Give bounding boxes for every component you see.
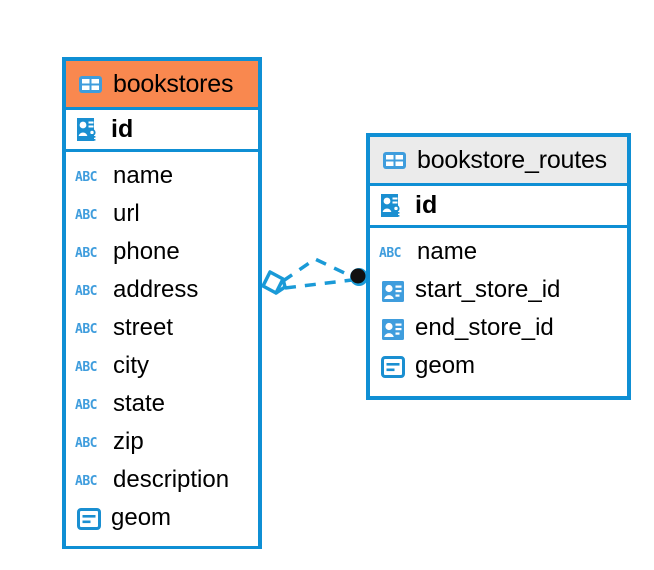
field-label: address [113,276,199,303]
field-row-start-store-id[interactable]: start_store_id [370,272,627,310]
field-label: geom [111,504,172,531]
relationship-line-lower [284,278,353,290]
foreign-key-icon [379,278,407,304]
entity-bookstore-routes[interactable]: bookstore_routes id [366,133,631,400]
field-row-primary-key[interactable]: id [370,183,627,228]
abc-text-icon: ABC [379,245,401,261]
field-list: ABC name start_store_id [370,228,627,394]
abc-text-icon: ABC [75,397,97,413]
geometry-icon [379,354,407,380]
entity-header-bookstores[interactable]: bookstores [66,61,258,107]
entity-header-bookstore-routes[interactable]: bookstore_routes [370,137,627,183]
field-label: id [415,191,438,219]
field-label: geom [415,352,476,379]
field-label: id [111,115,134,143]
field-label: description [113,466,230,493]
entity-title: bookstore_routes [417,145,607,174]
abc-text-icon: ABC [75,359,97,375]
field-row-geom[interactable]: geom [370,348,627,386]
filled-circle-endpoint[interactable] [350,268,368,286]
field-label: start_store_id [415,276,561,303]
relationship-line-upper [282,256,354,283]
abc-text-icon: ABC [75,283,97,299]
field-row-street[interactable]: ABC street [66,310,258,348]
field-list: ABC name ABC url ABC phone ABC address A… [66,152,258,546]
foreign-key-icon [379,316,407,342]
field-row-city[interactable]: ABC city [66,348,258,386]
abc-text-icon: ABC [75,321,97,337]
table-icon [76,71,104,97]
abc-text-icon: ABC [75,245,97,261]
diamond-endpoint[interactable] [261,270,287,295]
field-row-phone[interactable]: ABC phone [66,234,258,272]
field-row-end-store-id[interactable]: end_store_id [370,310,627,348]
field-row-url[interactable]: ABC url [66,196,258,234]
field-label: name [417,238,478,265]
field-row-state[interactable]: ABC state [66,386,258,424]
field-label: street [113,314,174,341]
abc-text-icon: ABC [75,473,97,489]
table-icon [380,147,408,173]
field-row-address[interactable]: ABC address [66,272,258,310]
field-label: url [113,200,140,227]
field-row-geom[interactable]: geom [66,500,258,538]
field-label: state [113,390,166,417]
field-row-name[interactable]: ABC name [66,158,258,196]
field-row-zip[interactable]: ABC zip [66,424,258,462]
field-row-primary-key[interactable]: id [66,107,258,152]
field-label: name [113,162,174,189]
field-label: zip [113,428,144,455]
abc-text-icon: ABC [75,169,97,185]
entity-title: bookstores [113,69,234,98]
field-label: phone [113,238,180,265]
geometry-icon [75,506,103,532]
field-row-name[interactable]: ABC name [370,234,627,272]
primary-key-icon [75,117,103,143]
primary-key-icon [379,193,407,219]
entity-bookstores[interactable]: bookstores id [62,57,262,549]
abc-text-icon: ABC [75,435,97,451]
field-label: city [113,352,149,379]
field-label: end_store_id [415,314,554,341]
field-row-description[interactable]: ABC description [66,462,258,500]
abc-text-icon: ABC [75,207,97,223]
